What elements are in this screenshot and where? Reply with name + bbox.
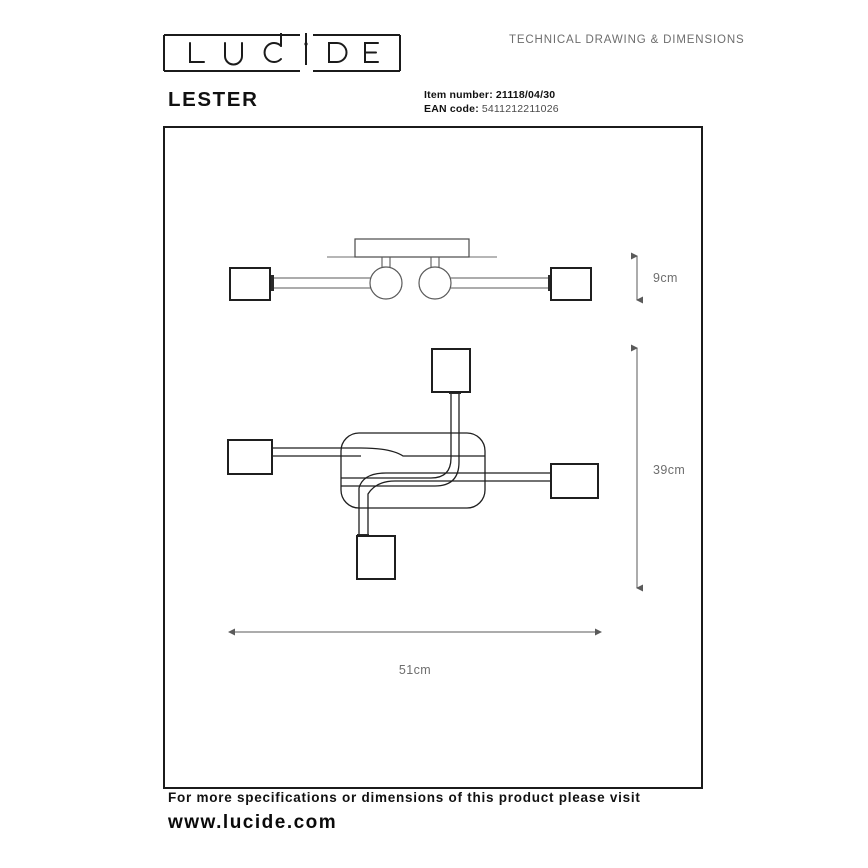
dimension-height-39cm: 39cm: [631, 344, 685, 592]
dimension-height-9cm: 9cm: [631, 252, 678, 304]
shade-plan-right: [550, 463, 599, 499]
plan-arm-right: [358, 472, 555, 538]
technical-drawing-canvas: 9cm 39cm 51cm: [227, 238, 685, 677]
footer-website[interactable]: www.lucide.com: [168, 812, 338, 833]
shade-plan-top: [431, 348, 471, 393]
header-kicker: TECHNICAL DRAWING & DIMENSIONS: [509, 34, 745, 46]
product-meta: Item number: 21118/04/30 EAN code: 54112…: [424, 88, 559, 116]
dimension-label-9cm: 9cm: [653, 271, 678, 285]
ean-code-value: 5411212211026: [481, 103, 559, 115]
side-arm-left: [270, 277, 387, 289]
shade-plan-bottom: [356, 535, 396, 580]
dimension-label-51cm: 51cm: [399, 663, 431, 677]
footer-text: For more specifications or dimensions of…: [168, 790, 641, 805]
page-title: LESTER: [168, 88, 259, 111]
ean-code-label: EAN code:: [424, 103, 479, 115]
lucide-logo: [163, 30, 401, 73]
dimension-label-39cm: 39cm: [653, 463, 685, 477]
ball-joint-left: [369, 266, 403, 300]
footer: For more specifications or dimensions of…: [168, 790, 768, 834]
side-elevation-view: [229, 238, 592, 301]
side-arm-right: [435, 277, 552, 289]
item-number-line: Item number: 21118/04/30: [424, 88, 559, 102]
shade-plan-left: [227, 439, 273, 475]
plan-body: [340, 432, 486, 509]
plan-view: [227, 348, 599, 580]
item-number-label: Item number:: [424, 89, 493, 101]
ceiling-plate: [354, 238, 470, 258]
plan-arm-left: [269, 447, 485, 457]
shade-side-left: [229, 267, 271, 301]
dimension-width-51cm: 51cm: [228, 628, 602, 677]
shade-side-right: [550, 267, 592, 301]
ball-joint-right: [418, 266, 452, 300]
ean-code-line: EAN code: 5411212211026: [424, 102, 559, 116]
item-number-value: 21118/04/30: [495, 89, 556, 101]
